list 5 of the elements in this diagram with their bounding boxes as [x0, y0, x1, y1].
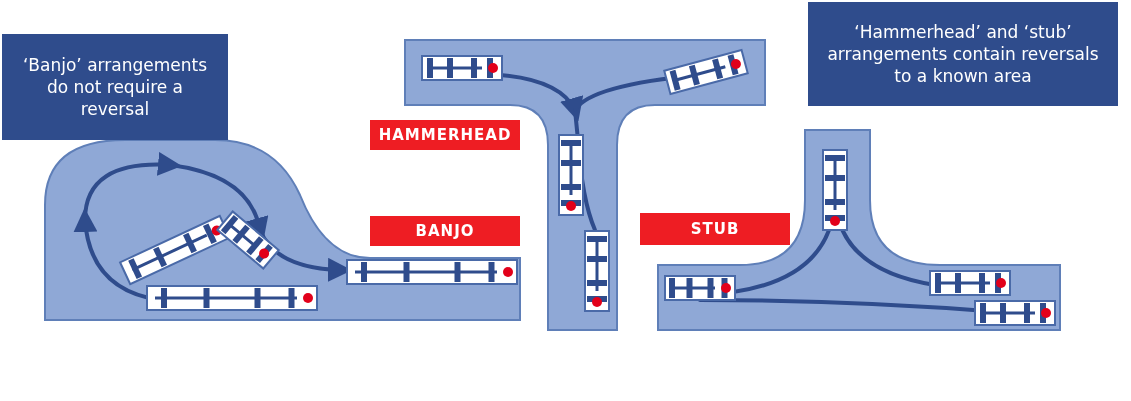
callout-box: ‘Banjo’ arrangements do not require a reversal — [2, 34, 228, 140]
layout-label: BANJO — [370, 216, 520, 246]
layout-label: HAMMERHEAD — [370, 120, 520, 150]
layout-label: STUB — [640, 213, 790, 245]
callout-box: ‘Hammerhead’ and ‘stub’ arrangements contain reversals to a known area — [808, 2, 1118, 106]
